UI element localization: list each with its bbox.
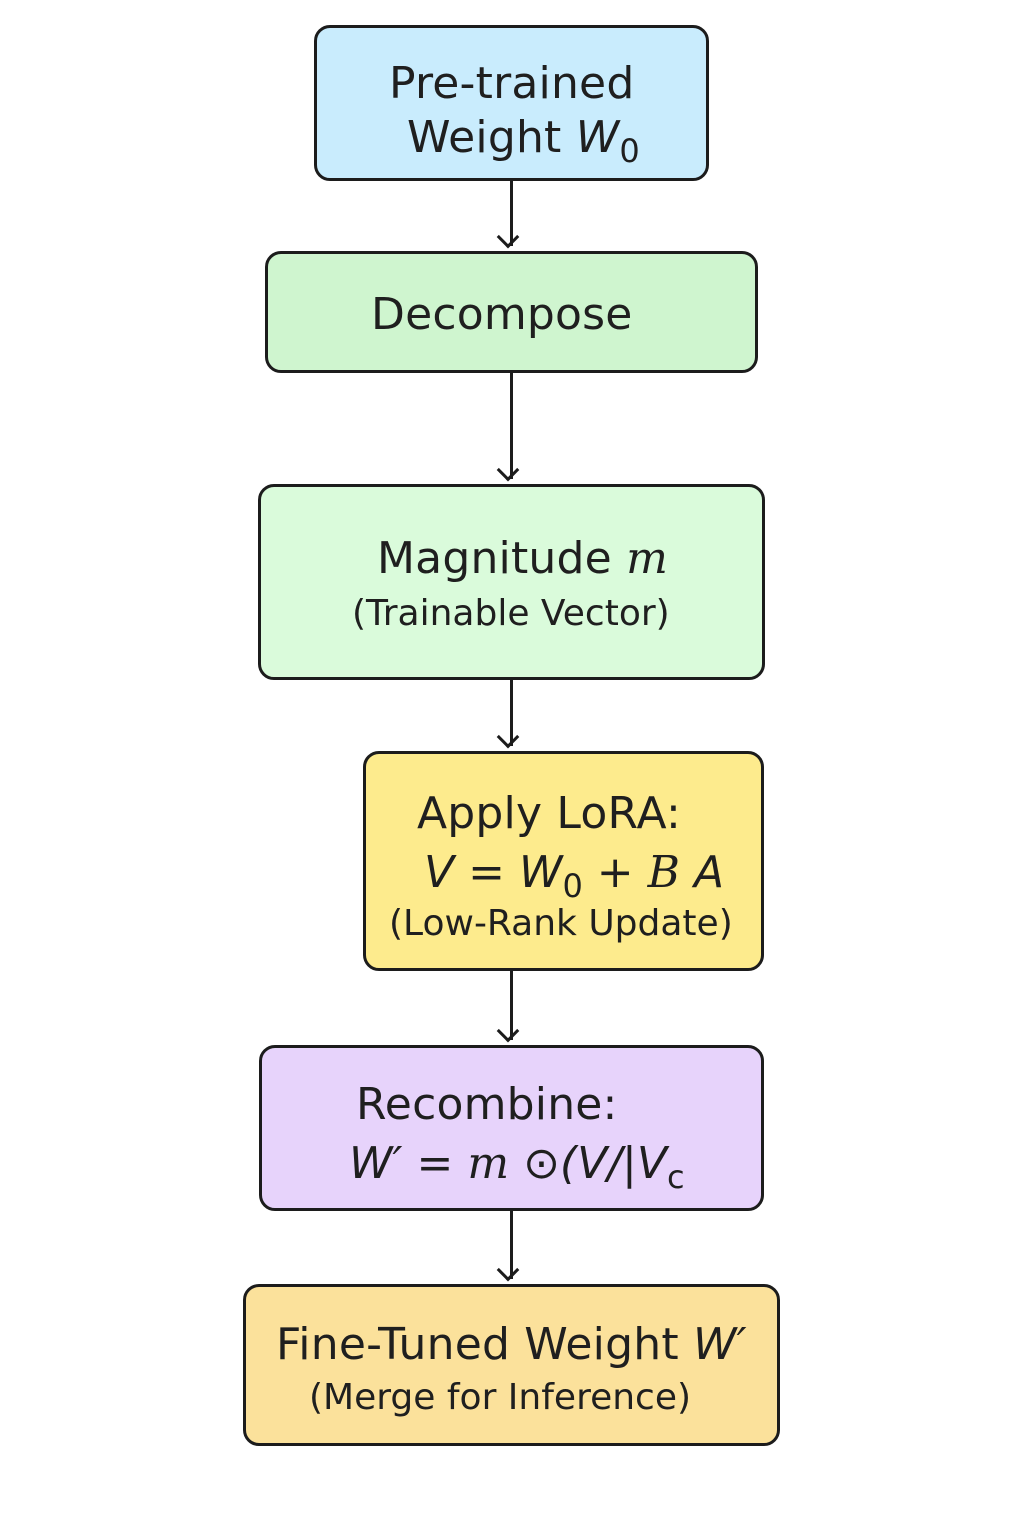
pretrained-line2: Weight W0	[407, 116, 640, 168]
recombine-label: Recombine:	[356, 1079, 618, 1130]
lora-eq-a: A	[680, 847, 725, 898]
lora-eq-b: B	[647, 847, 680, 898]
magnitude-symbol: m	[626, 533, 669, 584]
pretrained-weight-word: Weight	[407, 112, 562, 163]
arrow-1-head	[496, 225, 520, 249]
w-subscript: 0	[619, 132, 640, 170]
recombine-equation: W′ = m ⊙(V/|Vc	[349, 1142, 685, 1194]
recombine-eq-m: m	[467, 1138, 510, 1189]
arrow-5-line	[510, 1211, 513, 1279]
w-symbol: W	[575, 112, 620, 163]
finetuned-symbol: W′	[692, 1319, 747, 1370]
arrow-3-head	[496, 725, 520, 749]
arrow-5-head	[496, 1258, 520, 1282]
pretrained-line1: Pre-trained	[389, 58, 635, 109]
decompose-label: Decompose	[371, 289, 633, 340]
pretrained-symbol: W0	[575, 112, 640, 168]
lora-subtitle: (Low-Rank Update)	[389, 903, 733, 944]
magnitude-node: Magnitude m (Trainable Vector)	[258, 484, 765, 680]
arrow-4-head	[496, 1019, 520, 1043]
lora-label: Apply LoRA:	[417, 788, 682, 839]
finetuned-subtitle: (Merge for Inference)	[309, 1377, 692, 1418]
magnitude-label-line: Magnitude m	[377, 537, 668, 581]
magnitude-subtitle: (Trainable Vector)	[352, 593, 670, 634]
arrow-2-head	[496, 458, 520, 482]
arrow-4-line	[510, 971, 513, 1040]
finetuned-weight-node: Fine-Tuned Weight W′ (Merge for Inferenc…	[243, 1284, 780, 1446]
recombine-eq-right: ⊙(V/|V	[509, 1138, 667, 1189]
lora-equation: V = W0 + B A	[424, 851, 724, 903]
lora-eq-left: V = W	[424, 847, 563, 898]
lora-eq-subscript: 0	[562, 867, 583, 905]
lora-eq-plus: +	[582, 847, 648, 898]
recombine-eq-subscript: c	[666, 1158, 685, 1196]
arrow-1-line	[510, 181, 513, 246]
recombine-node: Recombine: W′ = m ⊙(V/|Vc	[259, 1045, 764, 1211]
arrow-2-line	[510, 373, 513, 479]
arrow-3-line	[510, 680, 513, 746]
finetuned-label: Fine-Tuned Weight	[276, 1319, 679, 1370]
recombine-eq-left: W′ =	[349, 1138, 468, 1189]
decompose-node: Decompose	[265, 251, 758, 373]
apply-lora-node: Apply LoRA: V = W0 + B A (Low-Rank Updat…	[363, 751, 764, 971]
finetuned-label-line: Fine-Tuned Weight W′	[276, 1323, 747, 1367]
magnitude-label: Magnitude	[377, 533, 612, 584]
pretrained-weight-node: Pre-trained Weight W0	[314, 25, 709, 181]
